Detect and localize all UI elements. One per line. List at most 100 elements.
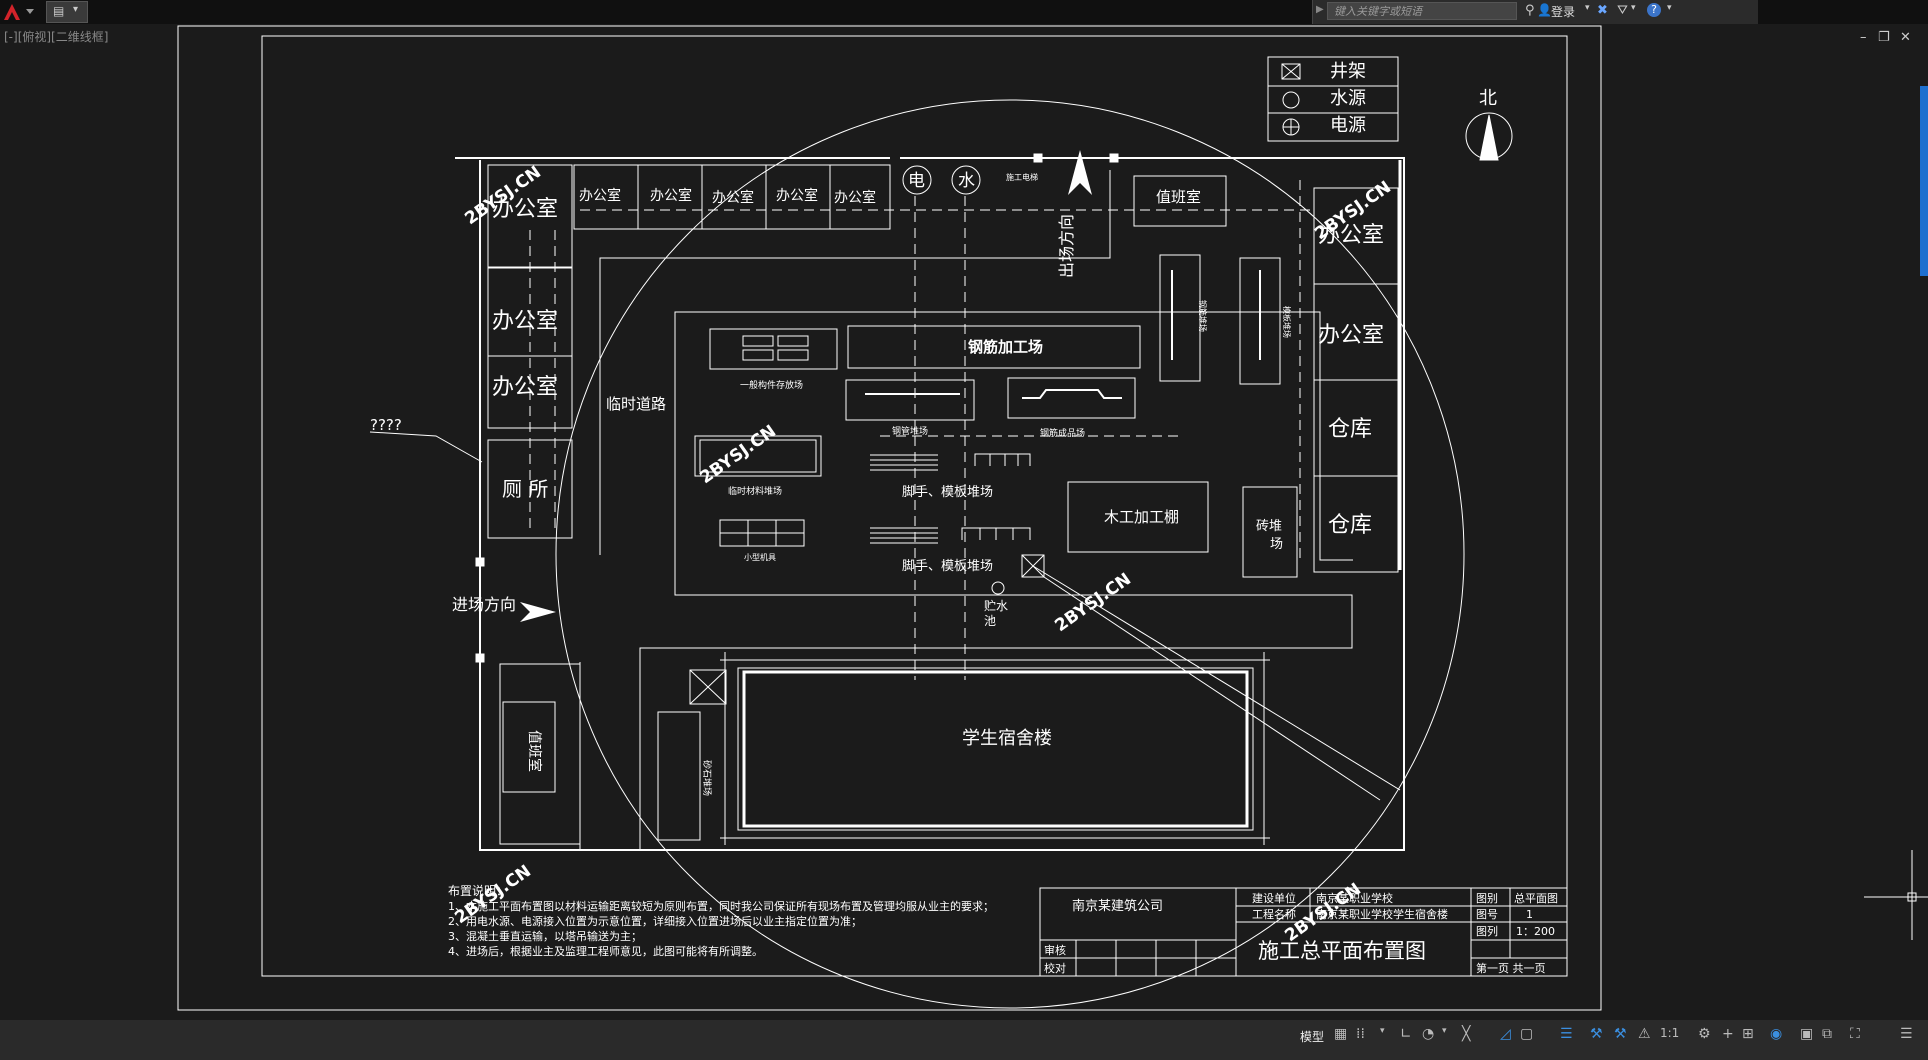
notes-line-3: 3、混凝土垂直运输，以塔吊输送为主；	[448, 929, 642, 943]
formwork-yard-label: 模板堆场	[1282, 306, 1292, 338]
office-label: 办公室	[650, 187, 692, 204]
exit-arrow	[1068, 150, 1092, 195]
viewport-controls[interactable]: [-][俯视][二维线框]	[4, 30, 109, 44]
grid-icon[interactable]: ▦	[1334, 1026, 1348, 1042]
scale-value: 1：200	[1516, 925, 1555, 938]
ortho-icon[interactable]: ∟	[1400, 1026, 1412, 1042]
title-block	[1039, 887, 1568, 977]
open-file-icon[interactable]: ▤	[53, 4, 65, 18]
north-label: 北	[1479, 88, 1497, 109]
object-snap-icon[interactable]: ◿	[1500, 1026, 1511, 1042]
pipe-yard-label: 钢管堆场	[892, 425, 928, 437]
crosshair-cursor	[1864, 850, 1928, 940]
office-label: 办公室	[776, 187, 818, 204]
review-label: 审核	[1044, 943, 1066, 957]
office-label: 办公室	[1318, 323, 1384, 348]
hardware-accel-icon[interactable]: ▣	[1800, 1026, 1814, 1042]
title-bar: ▤ ▾ ▶ 键入关键字或短语 ⚲ 👤 登录 ▾ ✖ ⛛ ▾ ? ▾	[0, 0, 1928, 24]
office-label: 办公室	[492, 197, 558, 222]
object-snap-track-icon[interactable]: ▢	[1520, 1026, 1534, 1042]
legend-water: 水源	[1330, 88, 1366, 109]
viewcube-strip[interactable]	[1920, 86, 1928, 276]
chevron-down-icon[interactable]: ▾	[1585, 3, 1590, 13]
sand-yard-label: 砂石堆场	[701, 760, 713, 796]
page-label: 第一页 共一页	[1476, 961, 1546, 975]
search-input[interactable]: 键入关键字或短语	[1327, 2, 1517, 20]
scale-label: 图列	[1476, 924, 1498, 938]
restore-icon[interactable]: ❐	[1878, 30, 1890, 45]
chevron-down-icon[interactable]: ▾	[1667, 3, 1672, 13]
gear-icon[interactable]: ⚙	[1698, 1026, 1711, 1042]
infocenter-bar: ▶ 键入关键字或短语 ⚲ 👤 登录 ▾ ✖ ⛛ ▾ ? ▾	[1312, 0, 1758, 24]
client-name: 南京某职业学校	[1316, 891, 1393, 905]
electric-label: 电	[908, 171, 925, 191]
stay-connected-icon[interactable]: ⛛	[1617, 3, 1628, 18]
application-menu-button[interactable]	[0, 0, 44, 24]
company-name: 南京某建筑公司	[1072, 898, 1163, 914]
office-label: 办公室	[579, 187, 621, 204]
scale-dropdown[interactable]: 1:1	[1660, 1026, 1680, 1040]
temp-road-label: 临时道路	[606, 395, 666, 413]
office-label: 办公室	[1318, 223, 1384, 248]
rebar-yard-label: 钢筋加工场	[968, 338, 1043, 356]
brick-yard-label: 砖堆	[1256, 519, 1282, 534]
annotation-visibility-icon[interactable]: ⚒	[1590, 1026, 1603, 1042]
annotation-scale-icon[interactable]: ⚠	[1638, 1026, 1651, 1042]
snap-icon[interactable]: ⁞⁞	[1356, 1026, 1365, 1042]
model-space-button[interactable]: 模型	[1300, 1030, 1325, 1044]
quick-access-toolbar[interactable]: ▤ ▾	[46, 1, 88, 23]
auto-scale-icon[interactable]: ⚒	[1614, 1026, 1627, 1042]
scaffold-yard-label: 脚手、模板堆场	[902, 484, 993, 500]
status-bar	[0, 1020, 1928, 1060]
chevron-down-icon[interactable]: ▾	[1631, 3, 1636, 13]
chevron-down-icon[interactable]: ▾	[1380, 1026, 1385, 1036]
isodraft-icon[interactable]: ╳	[1462, 1026, 1471, 1042]
sheet-border	[177, 25, 1602, 1011]
brick-yard-label: 场	[1270, 537, 1283, 552]
unknown-label: ????	[370, 416, 402, 434]
drawing-canvas[interactable]: 井架 水源 电源 北 办公室 办公室 办公室 厕 所 办公室 办公室 办公室 办…	[0, 24, 1928, 1020]
clean-screen-icon[interactable]: ⧉	[1822, 1026, 1832, 1042]
help-button[interactable]: ?	[1647, 3, 1661, 17]
office-label: 办公室	[834, 189, 876, 206]
expand-arrow-icon[interactable]: ▶	[1316, 4, 1324, 15]
toilet-label: 厕 所	[502, 477, 548, 501]
component-yard-label: 一般构件存放场	[740, 379, 803, 391]
lineweight-icon[interactable]: ☰	[1560, 1026, 1573, 1042]
close-icon[interactable]: ✕	[1900, 30, 1911, 45]
chevron-down-icon[interactable]: ▾	[73, 4, 79, 15]
dormitory-label: 学生宿舍楼	[962, 728, 1052, 749]
scaffold-yard-label: 脚手、模板堆场	[902, 558, 993, 574]
notes-line-1: 1、本施工平面布置图以材料运输距离较短为原则布置，同时我公司保证所有现场布置及管…	[448, 899, 994, 913]
units-icon[interactable]: ⊞	[1742, 1026, 1754, 1042]
number-value: 1	[1526, 908, 1533, 921]
notes-line-4: 4、进场后，根据业主及监理工程师意见，此图可能将有所调整。	[448, 944, 763, 958]
number-label: 图号	[1476, 908, 1498, 921]
login-button[interactable]: 登录	[1551, 5, 1576, 19]
binoculars-icon[interactable]: ⚲	[1525, 3, 1535, 18]
rebar-finished-label: 钢筋成品场	[1040, 427, 1085, 439]
fullscreen-icon[interactable]: ⛶	[1850, 1026, 1860, 1042]
water-pool-label: 池	[984, 614, 996, 628]
polar-icon[interactable]: ◔	[1422, 1026, 1435, 1042]
entry-arrow	[520, 602, 556, 622]
lumber-yard-label: 钢筋堆场	[1198, 300, 1208, 332]
duty-room-label: 值班室	[526, 730, 543, 772]
chevron-down-icon[interactable]: ▾	[1442, 1026, 1447, 1036]
temp-yard-label: 临时材料堆场	[728, 485, 782, 497]
user-icon: 👤	[1537, 3, 1552, 17]
plus-icon[interactable]: +	[1722, 1026, 1734, 1042]
menu-icon[interactable]: ☰	[1900, 1026, 1913, 1042]
exit-direction-label: 出场方向	[1057, 214, 1076, 278]
exchange-icon[interactable]: ✖	[1597, 3, 1608, 18]
project-label: 工程名称	[1252, 907, 1296, 921]
project-name: 南京某职业学校学生宿舍楼	[1316, 907, 1448, 921]
notes-title: 布置说明：	[448, 883, 508, 898]
water-label: 水	[958, 171, 975, 191]
category-label: 图别	[1476, 892, 1498, 905]
check-label: 校对	[1044, 961, 1066, 975]
watermark: 2BYSJ.CN	[696, 421, 779, 488]
isolate-icon[interactable]: ◉	[1770, 1026, 1783, 1042]
minimize-icon[interactable]: –	[1860, 30, 1867, 45]
legend-box	[1267, 56, 1399, 142]
